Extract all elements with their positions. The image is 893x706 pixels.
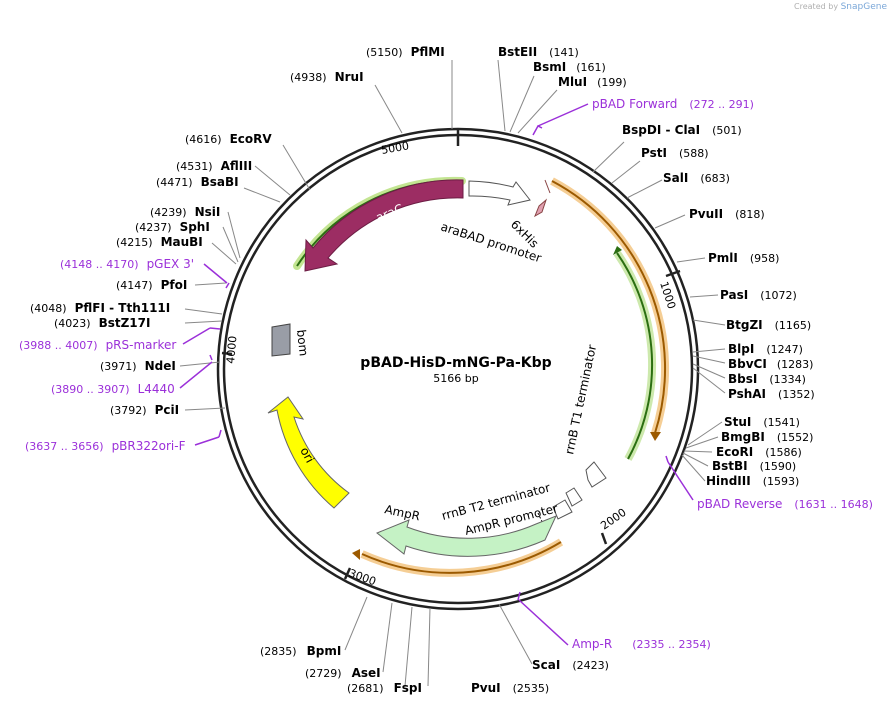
tick-marks	[221, 129, 681, 580]
enzyme-bspdi-clai[interactable]: BspDI - ClaI(501)	[622, 123, 742, 137]
enzyme-bsteii[interactable]: BstEII(141)	[498, 45, 579, 59]
tick-3000	[343, 567, 352, 580]
enzyme-stui[interactable]: StuI(1541)	[724, 415, 800, 429]
snapgene-credit: Created by SnapGene	[794, 2, 887, 12]
enzyme-pshai[interactable]: PshAI(1352)	[728, 387, 815, 401]
feature-bom[interactable]: bom	[271, 323, 311, 357]
enzyme-bstbi[interactable]: BstBI(1590)	[712, 459, 796, 473]
primer-markers	[179, 103, 694, 646]
enzyme-pflmi[interactable]: (5150)PflMI	[366, 45, 445, 59]
enzyme-pvui[interactable]: PvuI(2535)	[471, 681, 549, 695]
feature-ori[interactable]: ori	[267, 396, 350, 509]
enzyme-hindiii[interactable]: HindIII(1593)	[706, 474, 799, 488]
primer-l4440[interactable]: (3890 .. 3907)L4440	[51, 382, 175, 396]
enzyme-bsmi[interactable]: BsmI(161)	[533, 60, 606, 74]
enzyme-nsii[interactable]: (4239)NsiI	[150, 205, 220, 219]
enzyme-afliii[interactable]: (4531)AflIII	[176, 159, 252, 173]
enzyme-psti[interactable]: PstI(588)	[641, 146, 709, 160]
tick-4000	[221, 351, 233, 356]
snapgene-brand: SnapGene	[840, 2, 887, 12]
tick-2000	[600, 532, 608, 545]
primer-labels: pBAD Forward(272 .. 291) pBAD Reverse(16…	[19, 97, 873, 651]
enzyme-nrui[interactable]: (4938)NruI	[290, 70, 364, 84]
primer-pgex3[interactable]: (4148 .. 4170)pGEX 3'	[60, 257, 194, 271]
enzyme-pvuii[interactable]: PvuII(818)	[689, 207, 765, 221]
enzyme-mlui[interactable]: MluI(199)	[558, 75, 627, 89]
tick-label-2000: 2000	[598, 506, 628, 533]
primer-pbad-reverse[interactable]: pBAD Reverse(1631 .. 1648)	[697, 497, 873, 511]
ori-label: ori	[297, 445, 317, 465]
enzyme-asei[interactable]: (2729)AseI	[305, 666, 381, 680]
ampr-label: AmpR	[383, 502, 421, 523]
enzyme-maubi[interactable]: (4215)MauBI	[116, 235, 203, 249]
bom-label: bom	[294, 329, 311, 357]
enzyme-pfoi[interactable]: (4147)PfoI	[116, 278, 187, 292]
tick-label-4000: 4000	[224, 335, 239, 364]
enzyme-ecorv[interactable]: (4616)EcoRV	[185, 132, 272, 146]
enzyme-pcii[interactable]: (3792)PciI	[110, 403, 179, 417]
enzyme-labels-bottom: (2835)BpmI (2729)AseI (2681)FspI PvuI(25…	[260, 644, 609, 695]
enzyme-ecori[interactable]: EcoRI(1586)	[716, 445, 802, 459]
primer-pbr322ori-f[interactable]: (3637 .. 3656)pBR322ori-F	[25, 439, 186, 453]
primer-prs-marker[interactable]: (3988 .. 4007)pRS-marker	[19, 338, 176, 352]
plasmid-length: 5166 bp	[433, 372, 478, 385]
enzyme-labels-left: (5150)PflMI (4938)NruI (4616)EcoRV (4531…	[30, 45, 445, 417]
enzyme-bbsi[interactable]: BbsI(1334)	[728, 372, 806, 386]
enzyme-labels-right: BstEII(141) BsmI(161) MluI(199) BspDI - …	[498, 45, 815, 488]
enzyme-pflfi-tth111i[interactable]: (4048)PflFI - Tth111I	[30, 301, 170, 315]
credit-prefix: Created by	[794, 2, 839, 11]
feature-inner-green-arc[interactable]	[613, 246, 657, 461]
feature-rrnB-T1-terminator[interactable]: rrnB T1 terminator	[562, 343, 607, 488]
enzyme-sphi[interactable]: (4237)SphI	[135, 220, 210, 234]
enzyme-fspi[interactable]: (2681)FspI	[347, 681, 422, 695]
tick-label-5000: 5000	[380, 139, 410, 157]
enzyme-ndei[interactable]: (3971)NdeI	[100, 359, 176, 373]
rrnB-T1-label: rrnB T1 terminator	[562, 343, 599, 455]
tick-1000	[665, 269, 681, 278]
enzyme-sali[interactable]: SalI(683)	[663, 171, 730, 185]
enzyme-blpi[interactable]: BlpI(1247)	[728, 342, 803, 356]
enzyme-bpmi[interactable]: (2835)BpmI	[260, 644, 341, 658]
primer-pbad-forward[interactable]: pBAD Forward(272 .. 291)	[592, 97, 754, 111]
enzyme-bmgbi[interactable]: BmgBI(1552)	[721, 430, 813, 444]
primer-amp-r[interactable]: Amp-R(2335 .. 2354)	[572, 637, 711, 651]
enzyme-pasi[interactable]: PasI(1072)	[720, 288, 797, 302]
plasmid-name: pBAD-HisD-mNG-Pa-Kbp	[360, 355, 551, 371]
enzyme-bbvci[interactable]: BbvCI(1283)	[728, 357, 813, 371]
enzyme-leaders	[179, 59, 726, 687]
enzyme-bsabi[interactable]: (4471)BsaBI	[156, 175, 239, 189]
enzyme-pmli[interactable]: PmlI(958)	[708, 251, 779, 265]
enzyme-scai[interactable]: ScaI(2423)	[532, 658, 609, 672]
enzyme-bstz17i[interactable]: (4023)BstZ17I	[54, 316, 150, 330]
feature-cds-arc[interactable]	[550, 177, 669, 441]
enzyme-btgzi[interactable]: BtgZI(1165)	[726, 318, 811, 332]
feature-araC[interactable]: araC	[293, 176, 466, 272]
